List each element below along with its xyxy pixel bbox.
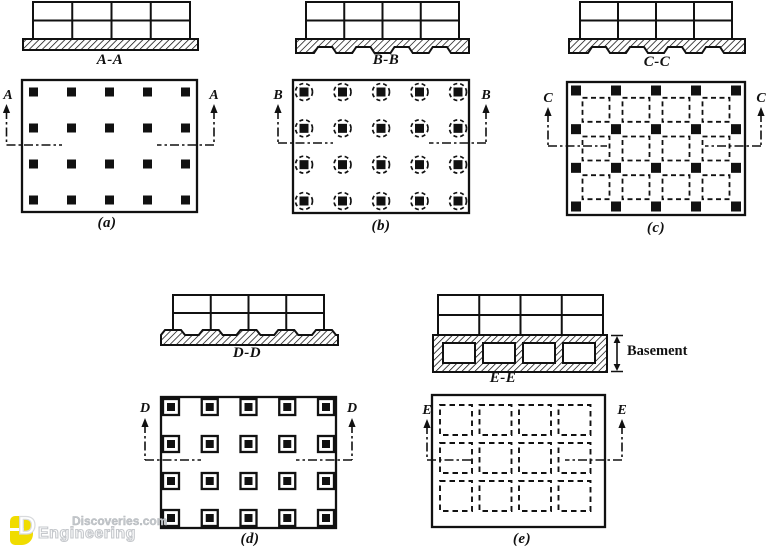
section-label-e: E-E xyxy=(489,370,517,386)
plan-caption-e: (e) xyxy=(512,531,532,547)
cut-letter-d-left: D xyxy=(139,401,151,416)
section-label-c: C-C xyxy=(643,54,671,70)
cut-letter-a-right: A xyxy=(209,88,219,103)
section-label-a: A-A xyxy=(96,52,124,68)
cut-letter-e-left: E xyxy=(422,403,432,418)
cut-letter-c-right: C xyxy=(756,91,766,106)
cut-letter-b-right: B xyxy=(481,88,491,103)
plan-caption-c: (c) xyxy=(646,220,666,236)
logo-letter-d: D xyxy=(17,511,37,540)
watermark: D Discoveries.com Engineering xyxy=(8,511,168,552)
section-label-d: D-D xyxy=(232,345,262,361)
basement-annotation: Basement xyxy=(627,343,688,359)
cut-letter-b-left: B xyxy=(273,88,283,103)
watermark-engineering-text: Engineering xyxy=(37,524,136,542)
plan-caption-b: (b) xyxy=(371,218,391,234)
engineering-discoveries-logo-icon xyxy=(10,516,33,545)
cut-letter-a-left: A xyxy=(3,88,13,103)
cut-letter-c-left: C xyxy=(543,91,553,106)
cut-letter-e-right: E xyxy=(617,403,627,418)
plan-caption-a: (a) xyxy=(97,215,117,231)
section-label-b: B-B xyxy=(372,52,400,68)
watermark-discoveries-text: Discoveries.com xyxy=(72,514,168,528)
plan-caption-d: (d) xyxy=(240,531,260,547)
cut-letter-d-right: D xyxy=(346,401,358,416)
